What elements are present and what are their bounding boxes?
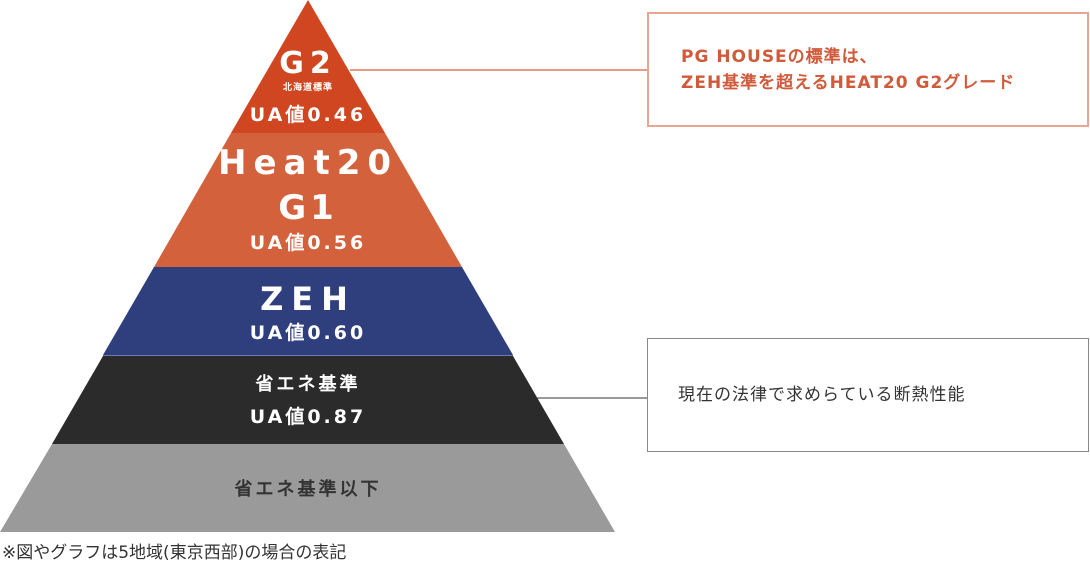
tier-shoene-ua: UA値0.87: [249, 406, 367, 428]
tier-g1-shape: [154, 133, 462, 267]
tier-shoene-title: 省エネ基準: [255, 374, 361, 395]
callout-pg-house-line1: PG HOUSEの標準は、: [681, 47, 878, 67]
tier-g1-ua: UA値0.56: [249, 232, 367, 254]
tier-zeh-ua: UA値0.60: [249, 322, 367, 344]
tier-zeh-shape: [103, 267, 513, 355]
tier-zeh-title: ZEH: [260, 280, 356, 318]
tier-g2-ua: UA値0.46: [249, 104, 367, 126]
tier-g2-subtitle: 北海道標準: [282, 83, 333, 93]
callout-current-law: 現在の法律で求めらている断熱性能: [647, 338, 1089, 452]
callout-pg-house: PG HOUSEの標準は、 ZEH基準を超えるHEAT20 G2グレード: [647, 12, 1089, 127]
tier-g1-title-line2: G1: [278, 188, 338, 228]
tier-g2-shape: [231, 0, 385, 133]
tier-g2-title: G2: [279, 46, 337, 81]
tier-g1-title-line1: Heat20: [217, 143, 399, 183]
tier-below-shape: [0, 444, 615, 532]
tier-shoene-shape: [52, 356, 564, 444]
footnote: ※図やグラフは5地域(東京西部)の場合の表記: [2, 543, 347, 563]
callout-current-law-text: 現在の法律で求めらている断熱性能: [678, 385, 966, 405]
tier-below-title: 省エネ基準以下: [234, 479, 382, 500]
callout-pg-house-line2: ZEH基準を超えるHEAT20 G2グレード: [681, 73, 1016, 93]
